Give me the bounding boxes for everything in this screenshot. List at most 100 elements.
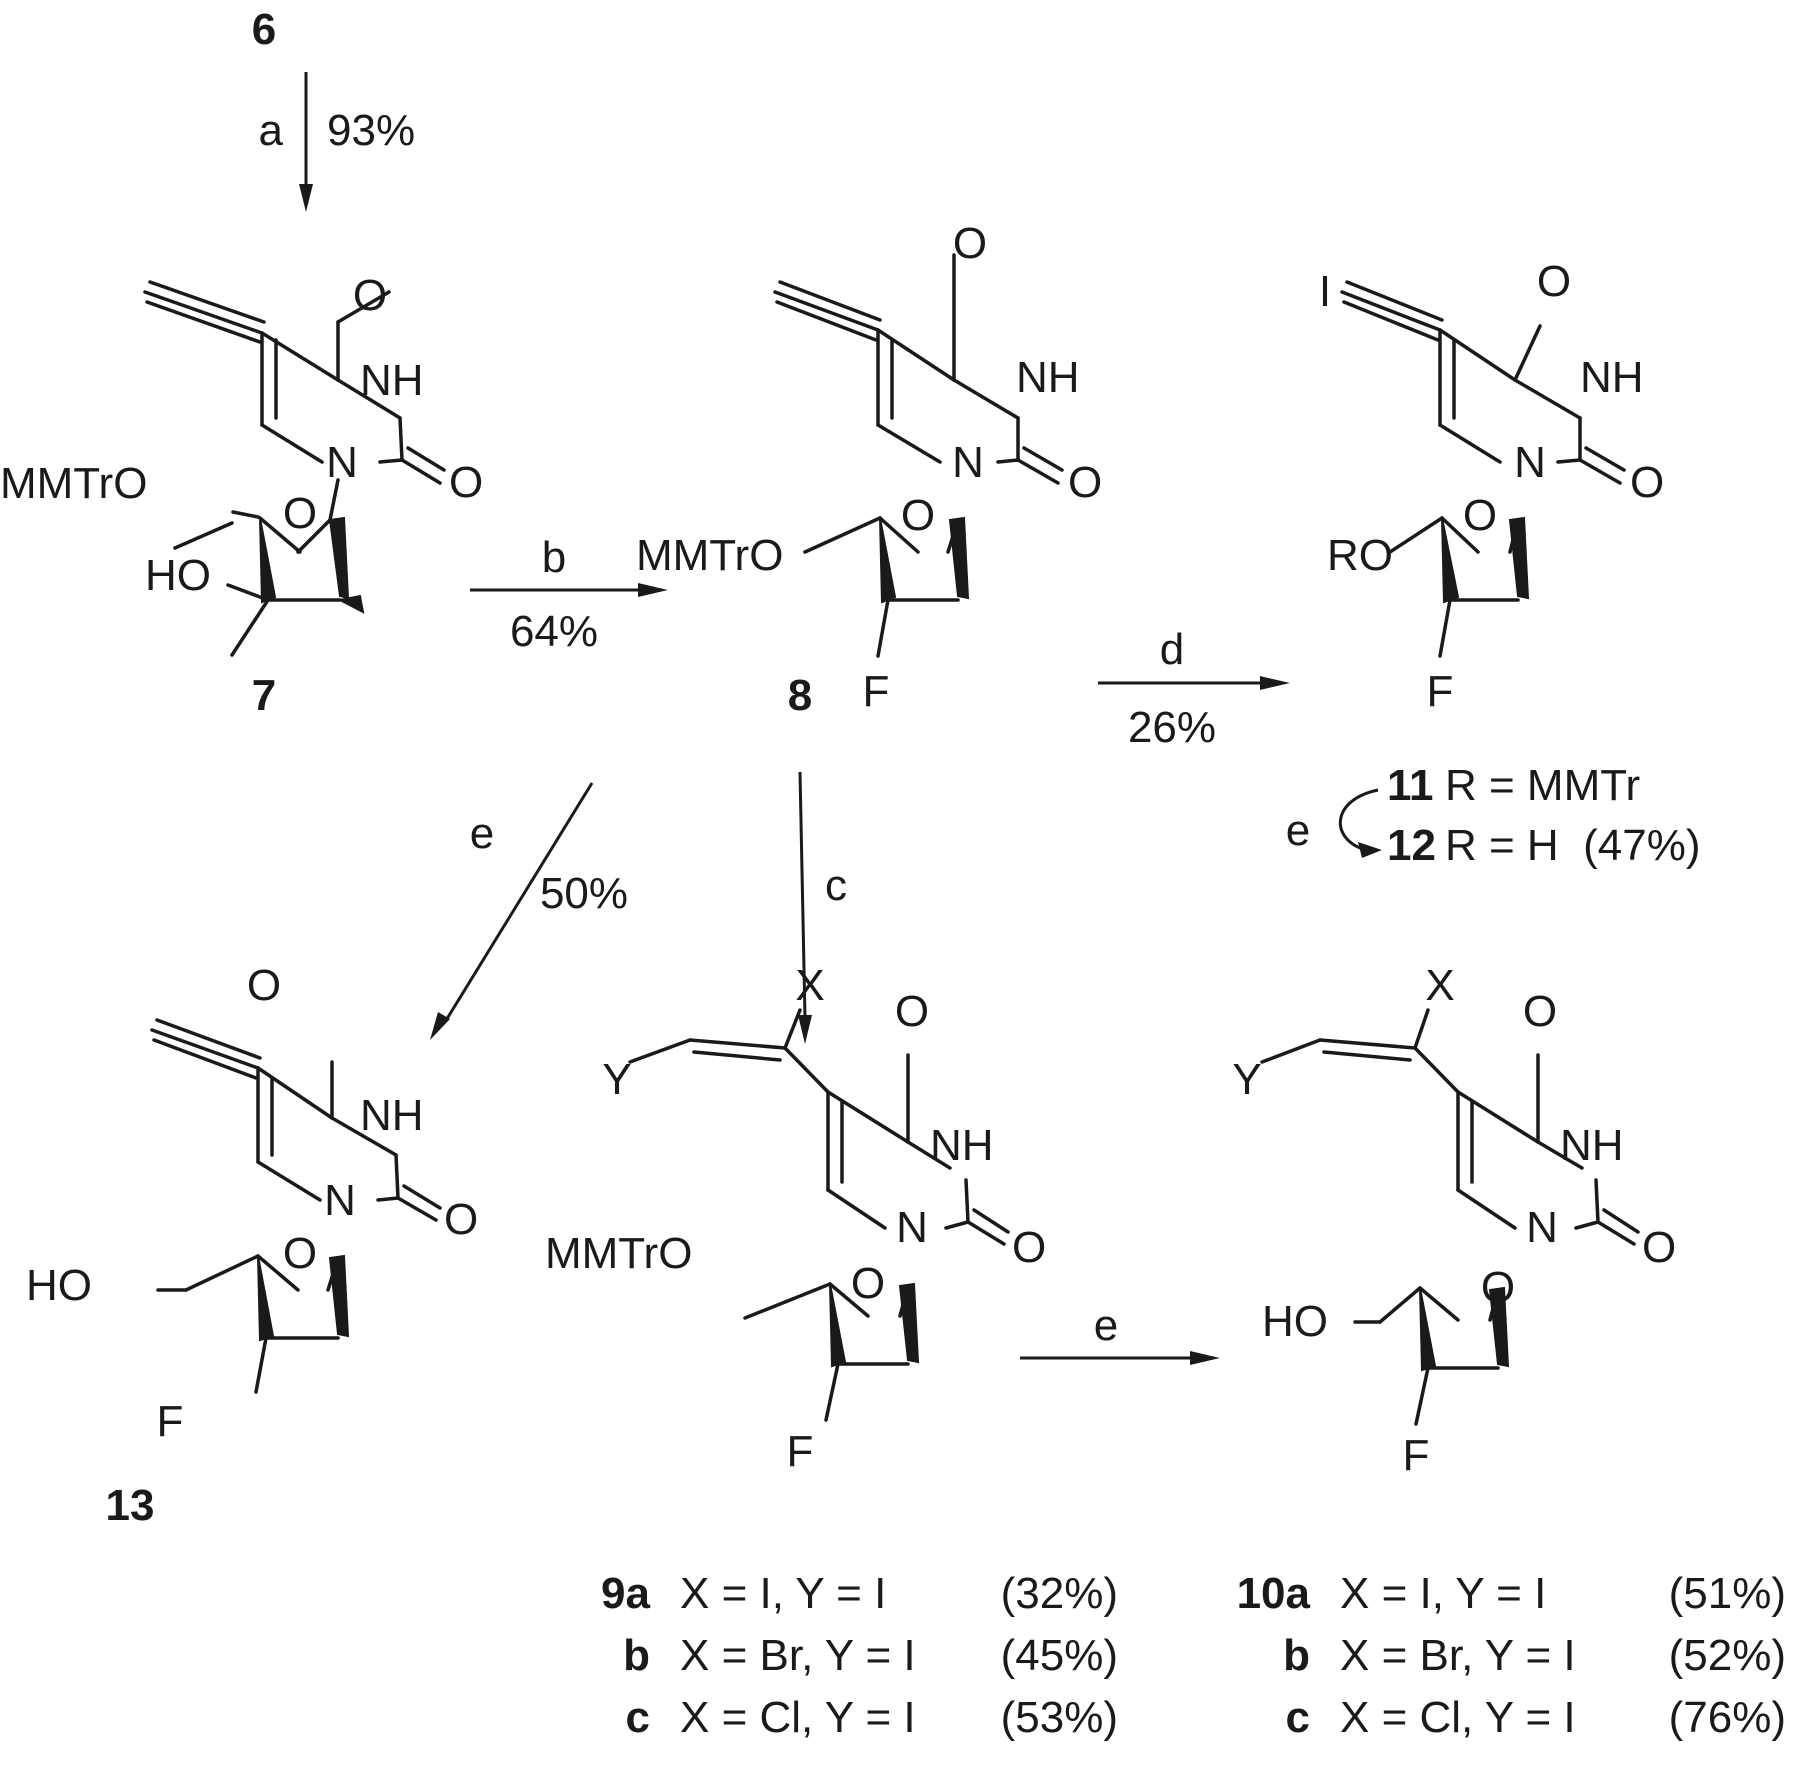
step-e12-letter: e [1286, 806, 1310, 855]
arrow-step-e-to-10 [1020, 1351, 1220, 1365]
c13-atom-O-top: O [247, 961, 281, 1010]
arrow-step-d [1098, 676, 1290, 690]
c9-atom-N: N [896, 1203, 928, 1252]
c9-atom-O-ring: O [851, 1259, 885, 1308]
c10-ho-label: HO [1262, 1297, 1328, 1346]
arrow-step-c [798, 771, 812, 1044]
c13-atom-N: N [324, 1176, 356, 1225]
arrow-step-e-curved [1339, 788, 1382, 858]
c10-atom-O-ring: O [1481, 1263, 1515, 1312]
c13-atom-F: F [157, 1397, 184, 1446]
c9-atom-O-right: O [1012, 1223, 1046, 1272]
c8-atom-NH: NH [1016, 353, 1080, 402]
list9-row-text: X = I, Y = I [680, 1569, 886, 1618]
c10-atom-O-right: O [1642, 1223, 1676, 1272]
c10-atom-NH: NH [1560, 1121, 1624, 1170]
c11-atom-O-top: O [1537, 257, 1571, 306]
list10-row-yield: (76%) [1669, 1693, 1786, 1742]
c13-atom-O-ring: O [283, 1229, 317, 1278]
c11-atom-I: I [1319, 267, 1331, 316]
c7-ho-label: HO [145, 551, 211, 600]
list-10: 10a X = I, Y = I (51%) b X = Br, Y = I (… [1237, 1569, 1786, 1742]
list10-row-text: X = Br, Y = I [1340, 1631, 1576, 1680]
list9-row-yield: (32%) [1001, 1569, 1118, 1618]
compound-label-7: 7 [252, 671, 276, 720]
step-b-letter: b [542, 533, 566, 582]
c9-atom-X: X [795, 961, 824, 1010]
step-a-yield: 93% [327, 106, 415, 155]
list9-row-yield: (53%) [1001, 1693, 1118, 1742]
list10-row-yield: (52%) [1669, 1631, 1786, 1680]
list10-row-num: c [1286, 1693, 1310, 1742]
step-b-yield: 64% [510, 607, 598, 656]
step-a-letter: a [259, 106, 284, 155]
c8-atom-F: F [863, 667, 890, 716]
c8-mmtro-label: MMTrO [636, 531, 783, 580]
compound-11-structure [1340, 280, 1626, 658]
arrow-step-a [299, 72, 313, 212]
c8-atom-N: N [952, 438, 984, 487]
compound-label-8: 8 [788, 671, 812, 720]
compound-13-structure [150, 1018, 442, 1394]
step-e13-yield: 50% [540, 869, 628, 918]
c9-mmtro-label: MMTrO [545, 1229, 692, 1278]
list10-row-num: 10a [1237, 1569, 1311, 1618]
list10-row-text: X = I, Y = I [1340, 1569, 1546, 1618]
compound-label-11: 11 [1387, 761, 1434, 810]
c11-atom-O-right: O [1630, 458, 1664, 507]
list10-row-text: X = Cl, Y = I [1340, 1693, 1576, 1742]
list-9: 9a X = I, Y = I (32%) b X = Br, Y = I (4… [601, 1569, 1118, 1742]
c8-atom-O-top: O [953, 219, 987, 268]
c7-atom-N: N [326, 438, 358, 487]
list9-row-num: c [626, 1693, 650, 1742]
c11-atom-O-ring: O [1463, 491, 1497, 540]
c7-mmtro-label: MMTrO [0, 459, 147, 508]
c8-atom-O-ring: O [901, 491, 935, 540]
c10-atom-N: N [1526, 1203, 1558, 1252]
step-e13-letter: e [470, 809, 494, 858]
list9-row-text: X = Br, Y = I [680, 1631, 916, 1680]
c9-atom-O-top: O [895, 987, 929, 1036]
list10-row-yield: (51%) [1669, 1569, 1786, 1618]
arrow-step-e-to-13 [430, 782, 594, 1040]
step-d-letter: d [1160, 625, 1184, 674]
compound-label-6: 6 [252, 5, 276, 54]
c7-atom-O-right: O [449, 458, 483, 507]
c10-atom-Y: Y [1232, 1055, 1261, 1104]
c10-atom-F: F [1403, 1431, 1430, 1480]
c10-atom-O-top: O [1523, 987, 1557, 1036]
list9-row-num: 9a [601, 1569, 650, 1618]
c8-atom-O-right: O [1068, 458, 1102, 507]
compound-label-13: 13 [106, 1481, 155, 1530]
c13-atom-O-right: O [444, 1195, 478, 1244]
c7-atom-NH: NH [360, 356, 424, 405]
c11-r-def: R = MMTr [1445, 761, 1640, 810]
c11-atom-N: N [1514, 438, 1546, 487]
c7-atom-O-top: O [353, 271, 387, 320]
step-c-letter: c [825, 861, 847, 910]
list9-row-num: b [623, 1631, 650, 1680]
c13-ho-label: HO [26, 1261, 92, 1310]
c9-atom-Y: Y [602, 1055, 631, 1104]
compound-10-structure [1260, 1008, 1640, 1426]
arrow-step-b [470, 583, 668, 597]
list9-row-yield: (45%) [1001, 1631, 1118, 1680]
c9-atom-NH: NH [930, 1121, 994, 1170]
list9-row-text: X = Cl, Y = I [680, 1693, 916, 1742]
c7-atom-O-ring: O [283, 489, 317, 538]
c12-r-def: R = H (47%) [1445, 821, 1701, 870]
c13-atom-NH: NH [360, 1091, 424, 1140]
c11-atom-F: F [1427, 667, 1454, 716]
compound-8-structure [773, 253, 1064, 658]
c9-atom-F: F [787, 1427, 814, 1476]
compound-9-structure [628, 1008, 1010, 1422]
step-d-yield: 26% [1128, 703, 1216, 752]
step-e10-letter: e [1094, 1301, 1118, 1350]
list10-row-num: b [1283, 1631, 1310, 1680]
c10-atom-X: X [1425, 961, 1454, 1010]
compound-label-12: 12 [1387, 821, 1436, 870]
c11-ro-label: RO [1327, 531, 1393, 580]
c11-atom-NH: NH [1580, 353, 1644, 402]
compound-7-structure [143, 280, 446, 657]
